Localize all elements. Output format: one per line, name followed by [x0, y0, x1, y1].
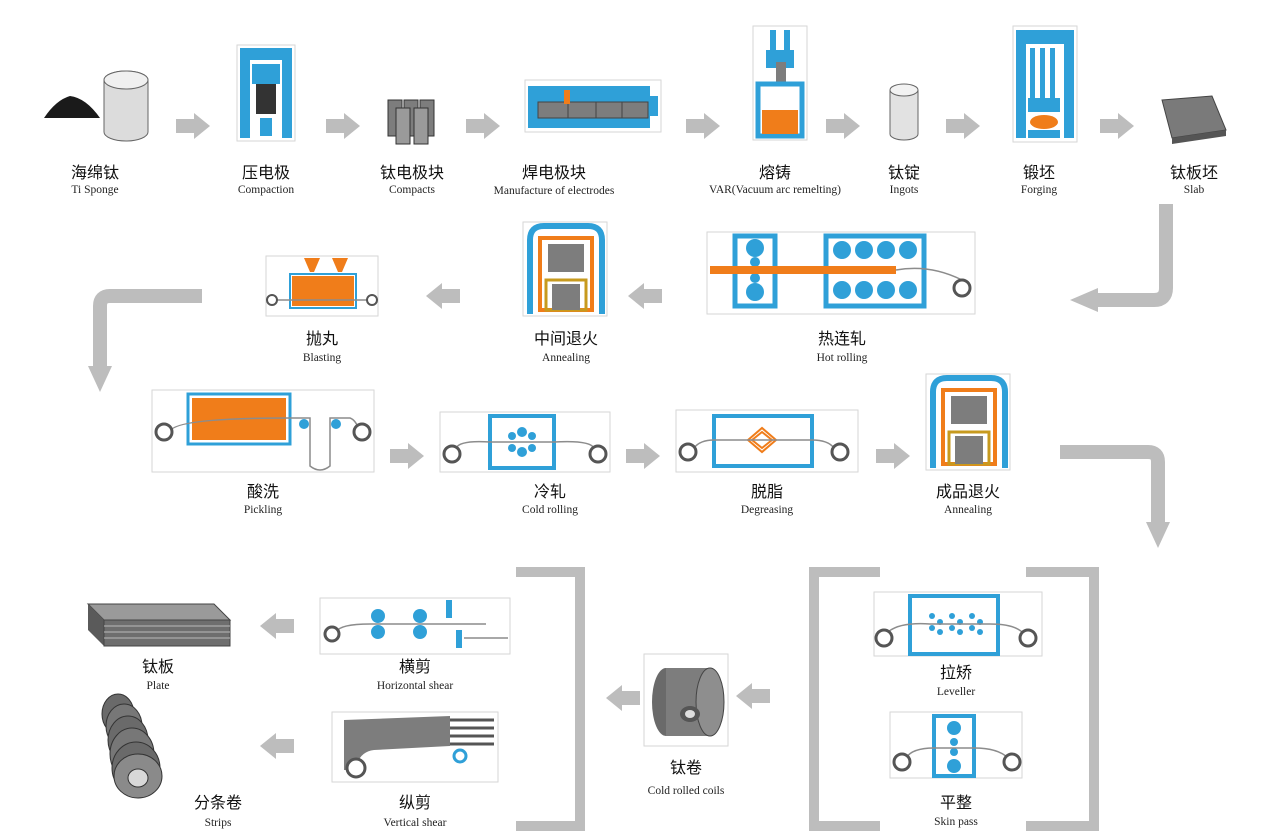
blasting-caption: Blasting	[303, 352, 342, 364]
ingots-label: 钛锭	[888, 163, 920, 182]
leveller-label: 拉矫	[940, 663, 972, 682]
ti-sponge-label: 海绵钛	[71, 163, 119, 182]
degreasing-label: 脱脂	[751, 482, 783, 501]
degreasing-caption: Degreasing	[741, 504, 794, 516]
coils-label: 钛卷	[670, 758, 702, 777]
slab-caption: Slab	[1184, 184, 1205, 196]
cold-rolling-mill-illustration	[439, 411, 611, 473]
flow-arrow-icon	[1100, 113, 1134, 139]
hot-rolling-caption: Hot rolling	[817, 352, 868, 364]
var-label: 熔铸	[759, 163, 791, 182]
coils-caption: Cold rolled coils	[648, 785, 725, 797]
compaction-press-illustration	[236, 44, 296, 142]
leveller-caption: Leveller	[937, 686, 975, 698]
cold-rolling-label: 冷轧	[534, 482, 566, 501]
compacts-caption: Compacts	[389, 184, 436, 196]
flow-arrow-icon	[628, 283, 662, 309]
bend-arrow-icon	[1060, 445, 1170, 548]
compaction-label: 压电极	[242, 163, 290, 182]
ti-sponge-illustration	[42, 70, 149, 142]
plate-stack-illustration	[86, 603, 232, 647]
flow-arrow-icon	[736, 683, 770, 709]
compacts-illustration	[387, 99, 435, 145]
annealing-2-label: 成品退火	[936, 482, 1000, 501]
flow-arrow-icon	[626, 443, 660, 469]
annealing-furnace-illustration	[522, 221, 608, 317]
leveller-illustration	[873, 591, 1043, 657]
vertical-shear-illustration	[331, 711, 499, 783]
forging-label: 锻坯	[1023, 163, 1055, 182]
hot-rolling-mill-illustration	[706, 231, 976, 315]
vertical-shear-caption: Vertical shear	[384, 817, 447, 829]
var-caption: VAR(Vacuum arc remelting)	[709, 184, 841, 196]
strips-label: 分条卷	[194, 793, 242, 812]
ingots-caption: Ingots	[890, 184, 919, 196]
cold-rolled-coil-illustration	[643, 653, 729, 747]
skin-pass-mill-illustration	[889, 711, 1023, 779]
final-annealing-furnace-illustration	[925, 373, 1011, 471]
vertical-shear-label: 纵剪	[399, 793, 431, 812]
flow-arrow-icon	[606, 685, 640, 711]
flow-arrow-icon	[466, 113, 500, 139]
electrodes-caption: Manufacture of electrodes	[494, 185, 615, 197]
pickling-line-illustration	[151, 389, 375, 473]
flow-arrow-icon	[390, 443, 424, 469]
flow-arrow-icon	[826, 113, 860, 139]
skin-pass-label: 平整	[940, 793, 972, 812]
compacts-label: 钛电极块	[380, 163, 444, 182]
plate-caption: Plate	[147, 680, 170, 692]
strip-coils-illustration	[101, 693, 163, 799]
electrode-welding-illustration	[524, 79, 662, 133]
electrodes-label: 焊电极块	[522, 163, 586, 182]
pickling-caption: Pickling	[244, 504, 283, 516]
annealing-2-caption: Annealing	[944, 504, 992, 516]
horizontal-shear-illustration	[319, 597, 511, 655]
blasting-label: 抛丸	[306, 329, 338, 348]
skin-pass-caption: Skin pass	[934, 816, 978, 828]
bend-arrow-icon	[1070, 204, 1173, 312]
flow-arrow-icon	[326, 113, 360, 139]
flow-arrow-icon	[260, 733, 294, 759]
slab-label: 钛板坯	[1170, 163, 1218, 182]
horizontal-shear-caption: Horizontal shear	[377, 680, 453, 692]
annealing-1-label: 中间退火	[534, 329, 598, 348]
flow-arrow-icon	[426, 283, 460, 309]
horizontal-shear-label: 横剪	[399, 657, 431, 676]
var-furnace-illustration	[752, 25, 808, 141]
flow-arrow-icon	[876, 443, 910, 469]
plate-label: 钛板	[142, 657, 174, 676]
flow-arrow-icon	[946, 113, 980, 139]
annealing-1-caption: Annealing	[542, 352, 590, 364]
forging-caption: Forging	[1021, 184, 1057, 196]
degreasing-line-illustration	[675, 409, 859, 473]
hot-rolling-label: 热连轧	[818, 329, 866, 348]
compaction-caption: Compaction	[238, 184, 294, 196]
cold-rolling-caption: Cold rolling	[522, 504, 578, 516]
ti-sponge-caption: Ti Sponge	[71, 184, 118, 196]
flow-arrow-icon	[176, 113, 210, 139]
bend-arrow-icon	[88, 289, 202, 392]
forging-press-illustration	[1012, 25, 1078, 143]
shearing-bracket	[516, 567, 585, 831]
ingot-illustration	[889, 83, 919, 141]
flow-arrow-icon	[260, 613, 294, 639]
pickling-label: 酸洗	[247, 482, 279, 501]
flow-arrow-icon	[686, 113, 720, 139]
strips-caption: Strips	[205, 817, 232, 829]
slab-illustration	[1161, 95, 1227, 144]
shot-blasting-illustration	[265, 255, 379, 317]
finishing-bracket	[809, 567, 1099, 831]
